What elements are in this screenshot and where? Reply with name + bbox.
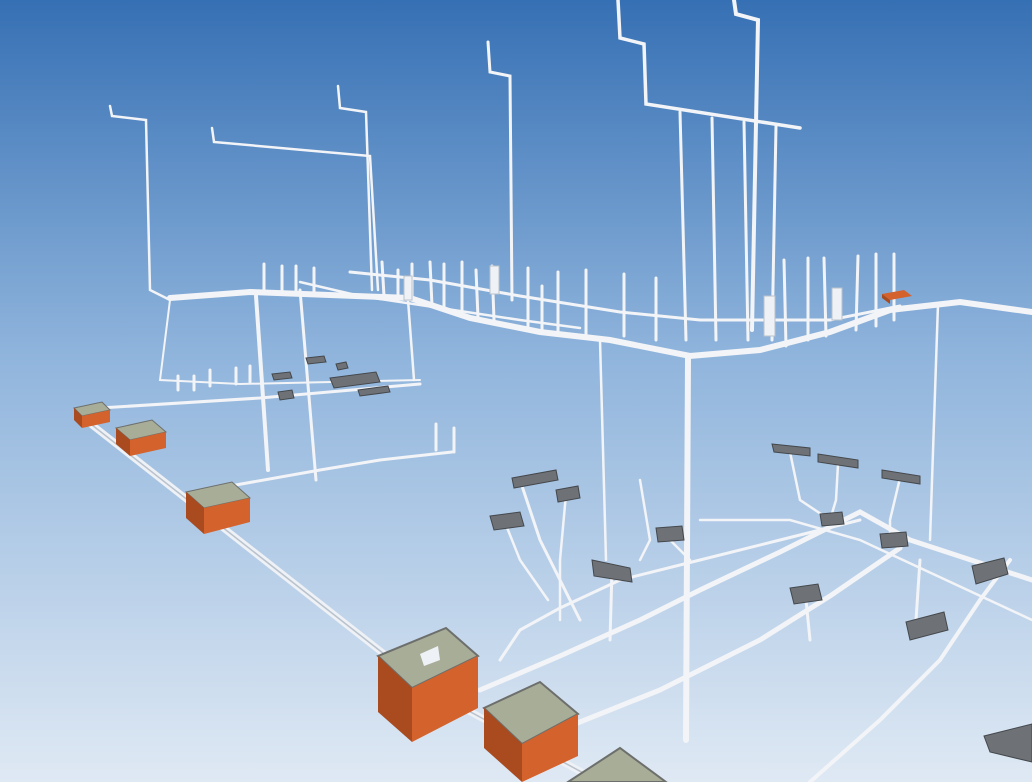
manhole-box-6[interactable] xyxy=(566,746,668,782)
manhole-box-2[interactable] xyxy=(114,419,168,456)
floor-drains[interactable] xyxy=(271,355,1032,763)
manhole-box-small-upper[interactable] xyxy=(882,290,912,304)
cleanout-cylinders xyxy=(403,265,843,337)
manhole-box-5[interactable] xyxy=(482,680,580,782)
manhole-box-3[interactable] xyxy=(184,481,252,534)
manhole-box-1[interactable] xyxy=(72,401,112,428)
manhole-box-4[interactable] xyxy=(376,626,480,742)
